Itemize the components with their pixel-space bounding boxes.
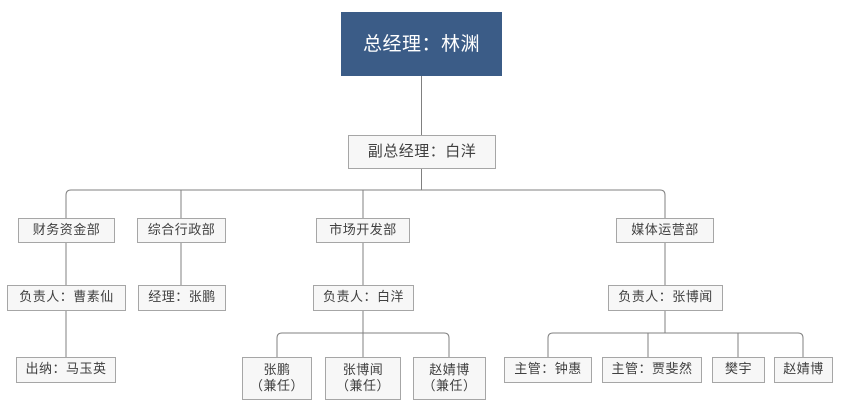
node-staff-market-zhaojingbo[interactable]: 赵婧博 （兼任）	[413, 357, 486, 400]
node-staff-market-zhangpeng-label: 张鹏 （兼任）	[249, 363, 304, 394]
node-manager-market-development[interactable]: 负责人：白洋	[313, 285, 414, 311]
node-department-market-development-label: 市场开发部	[329, 222, 397, 238]
node-department-administration-label: 综合行政部	[147, 222, 216, 238]
node-department-media-operations-label: 媒体运营部	[631, 222, 699, 238]
node-staff-market-zhangbowen-label: 张博闻 （兼任）	[335, 363, 390, 394]
node-manager-finance-label: 负责人：曹素仙	[19, 290, 114, 306]
node-staff-media-zhonghui-label: 主管：钟惠	[514, 362, 582, 378]
node-staff-media-jiafeiran-label: 主管：贾斐然	[611, 362, 693, 378]
node-staff-market-zhangbowen[interactable]: 张博闻 （兼任）	[325, 357, 401, 400]
node-manager-finance[interactable]: 负责人：曹素仙	[7, 285, 126, 311]
node-department-administration[interactable]: 综合行政部	[137, 218, 226, 243]
node-staff-media-fanyu[interactable]: 樊宇	[712, 357, 765, 383]
node-staff-media-zhaojingbo[interactable]: 赵婧博	[774, 357, 833, 383]
node-manager-market-development-label: 负责人：白洋	[322, 290, 404, 306]
node-staff-media-fanyu-label: 樊宇	[724, 362, 752, 378]
node-staff-market-zhangpeng[interactable]: 张鹏 （兼任）	[242, 357, 312, 400]
node-department-media-operations[interactable]: 媒体运营部	[616, 218, 714, 243]
node-staff-media-jiafeiran[interactable]: 主管：贾斐然	[602, 357, 702, 383]
node-manager-media-operations[interactable]: 负责人：张博闻	[608, 285, 723, 311]
node-staff-cashier[interactable]: 出纳：马玉英	[16, 357, 116, 383]
connector-market-staff-bus	[276, 332, 450, 357]
node-deputy-general-manager-label: 副总经理：白洋	[367, 142, 477, 161]
node-department-market-development[interactable]: 市场开发部	[316, 218, 410, 243]
connector-department-bus	[65, 189, 666, 218]
node-manager-media-operations-label: 负责人：张博闻	[618, 290, 713, 306]
node-staff-market-zhaojingbo-label: 赵婧博 （兼任）	[422, 363, 477, 394]
node-department-finance[interactable]: 财务资金部	[18, 218, 115, 243]
node-general-manager-label: 总经理：林渊	[362, 32, 480, 55]
node-general-manager[interactable]: 总经理：林渊	[341, 12, 502, 76]
node-staff-media-zhonghui[interactable]: 主管：钟惠	[504, 357, 592, 383]
connector-media-staff-bus	[547, 332, 804, 357]
node-department-finance-label: 财务资金部	[32, 222, 101, 238]
node-manager-administration-label: 经理：张鹏	[148, 290, 216, 306]
node-deputy-general-manager[interactable]: 副总经理：白洋	[348, 135, 496, 169]
node-staff-cashier-label: 出纳：马玉英	[25, 362, 107, 378]
node-manager-administration[interactable]: 经理：张鹏	[138, 285, 226, 311]
node-staff-media-zhaojingbo-label: 赵婧博	[783, 362, 824, 378]
